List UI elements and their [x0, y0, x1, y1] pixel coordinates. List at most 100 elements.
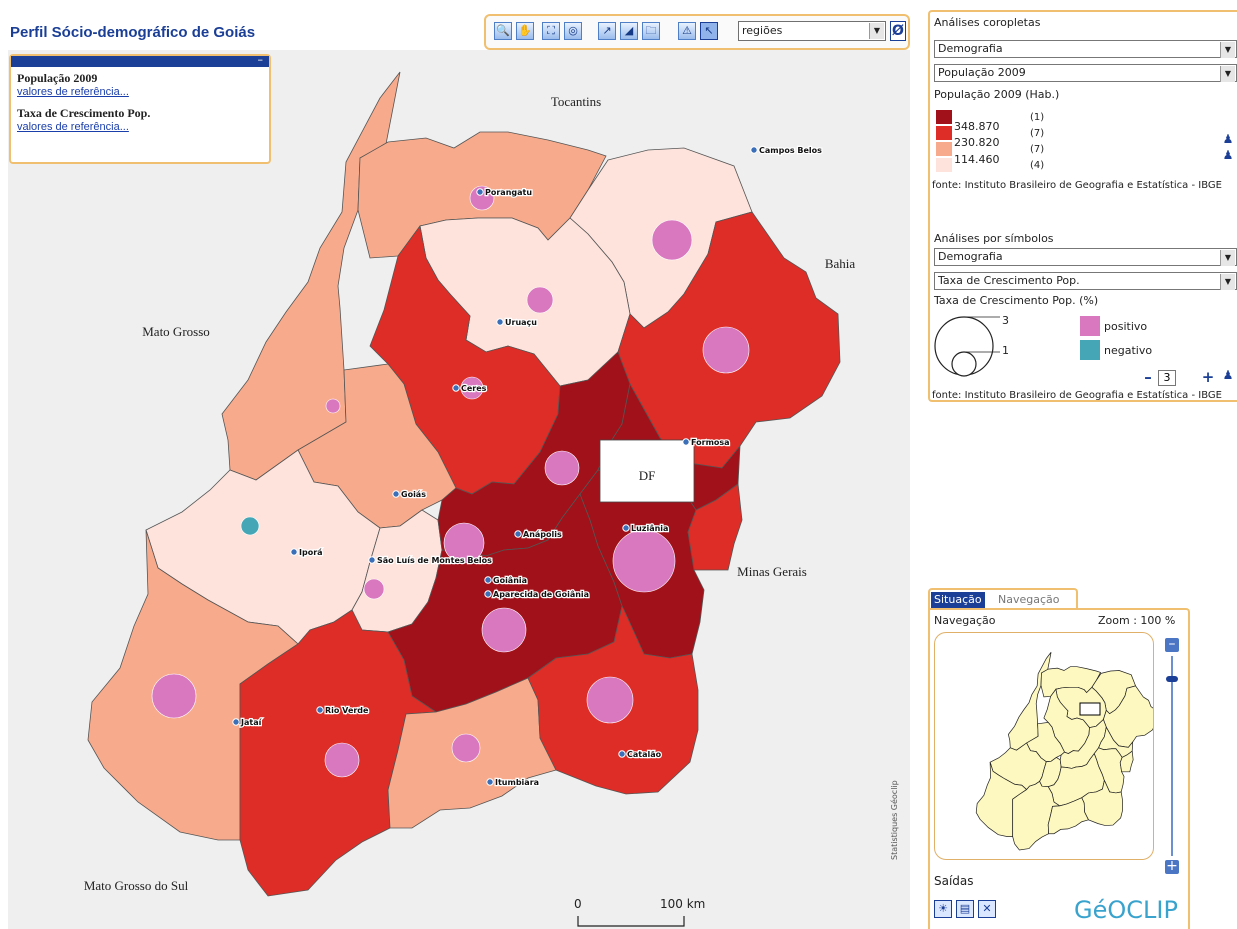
growth-circle-nordeste [651, 219, 693, 261]
symbol-size-large: 3 [1002, 314, 1009, 327]
chevron-down-icon[interactable]: ▼ [1220, 42, 1235, 58]
city-label: Luziânia [631, 524, 668, 533]
overview-viewport-rect [1079, 702, 1101, 716]
tab-situacao[interactable]: Situação [931, 592, 985, 608]
city-label: Uruaçu [505, 318, 537, 327]
city-marker [484, 590, 492, 598]
regions-layer [87, 71, 841, 897]
info-box-header: – [11, 53, 269, 67]
choropleth-theme-select[interactable]: Demografia ▼ [934, 40, 1237, 58]
city-marker [618, 750, 626, 758]
city-marker [476, 188, 484, 196]
labels-on-icon[interactable]: ↖ [700, 22, 718, 40]
clear-selection-button[interactable]: Ø [890, 21, 906, 41]
minimize-icon[interactable]: – [257, 53, 264, 66]
growth-circle-metro [443, 522, 485, 564]
city-label: Iporá [299, 548, 323, 557]
city-marker [682, 438, 690, 446]
city-label: Goiás [401, 490, 426, 499]
growth-circle-norte-oeste [325, 398, 341, 414]
growth-circle-anapolis [544, 450, 580, 486]
scale-bar-line [577, 916, 685, 927]
growth-circle-ipora [240, 516, 260, 536]
symbols-indicator-value: Taxa de Crescimento Pop. [938, 274, 1080, 287]
growth-circle-sul [451, 733, 481, 763]
navigation-title: Navegação [934, 614, 996, 627]
symbols-section-label: Análises por símbolos [934, 232, 1054, 245]
select-polygon-icon[interactable]: ◢ [620, 22, 638, 40]
legend-swatch-class2 [936, 126, 952, 140]
open-folder-icon[interactable]: 🗀 [642, 22, 660, 40]
select-icon[interactable]: ↗ [598, 22, 616, 40]
city-marker [392, 490, 400, 498]
tab-navegacao[interactable]: Navegação [998, 593, 1060, 606]
region-selector-value: regiões [742, 24, 783, 37]
legend-count: (4) [1030, 160, 1045, 171]
full-extent-icon[interactable]: ⛶ [542, 22, 560, 40]
zoom-in-button[interactable]: + [1165, 858, 1179, 874]
symbols-legend-title: Taxa de Crescimento Pop. (%) [934, 294, 1099, 307]
growth-circle-sudoeste [151, 673, 197, 719]
symbols-theme-select[interactable]: Demografia ▼ [934, 248, 1237, 266]
labels-off-icon[interactable]: ⚠ [678, 22, 696, 40]
info-title-population: População 2009 [17, 71, 98, 85]
app-title: Perfil Sócio-demográfico de Goiás [10, 24, 256, 41]
city-marker [368, 556, 376, 564]
symbol-size-input[interactable]: 3 [1158, 370, 1176, 386]
neighbor-label: Mato Grosso [142, 324, 210, 339]
df-region [599, 439, 695, 503]
close-icon[interactable]: ✕ [978, 900, 996, 918]
person-icon[interactable]: ♟ [1222, 368, 1234, 382]
legend-swatch-class1 [936, 110, 952, 124]
print-icon[interactable]: ▤ [956, 900, 974, 918]
reference-values-link[interactable]: valores de referência... [17, 86, 129, 98]
chevron-down-icon[interactable]: ▼ [1220, 274, 1235, 290]
reference-values-link[interactable]: valores de referência... [17, 121, 129, 133]
city-marker [496, 318, 504, 326]
city-label: Catalão [627, 750, 662, 759]
zoom-slider-handle[interactable] [1166, 676, 1178, 682]
decrease-size-button[interactable]: – [1144, 368, 1152, 386]
growth-circle-rio-verde [324, 742, 360, 778]
identify-icon[interactable]: ◎ [564, 22, 582, 40]
person-icon[interactable]: ♟ [1222, 148, 1234, 162]
growth-circle-sudeste [586, 676, 634, 724]
choropleth-indicator-select[interactable]: População 2009 ▼ [934, 64, 1237, 82]
geoclip-logo: GéOCLIP [1074, 896, 1178, 924]
negative-swatch [1080, 340, 1100, 360]
zoom-in-icon[interactable]: 🔍 [494, 22, 512, 40]
overview-map[interactable] [934, 632, 1154, 860]
overview-state-shape [975, 652, 1153, 851]
city-label: São Luís de Montes Belos [377, 556, 492, 565]
neighbor-label: Minas Gerais [737, 564, 807, 579]
neighbor-label: Tocantins [551, 94, 601, 109]
zoom-slider-track[interactable] [1171, 656, 1173, 856]
city-label: Anápolis [523, 530, 562, 539]
city-label: Itumbiara [495, 778, 539, 787]
city-label: Rio Verde [325, 706, 369, 715]
chevron-down-icon[interactable]: ▼ [1220, 250, 1235, 266]
positive-swatch [1080, 316, 1100, 336]
symbols-indicator-select[interactable]: Taxa de Crescimento Pop. ▼ [934, 272, 1237, 290]
chevron-down-icon[interactable]: ▼ [869, 23, 884, 39]
navigation-box: Navegação Zoom : 100 % – + Saídas ☀ ▤ ✕ … [928, 608, 1190, 929]
navigation-panel: Situação Navegação Navegação Zoom : 100 … [928, 588, 1190, 929]
pan-icon[interactable]: ✋ [516, 22, 534, 40]
overview-map-canvas[interactable] [935, 633, 1154, 860]
lightbulb-icon[interactable]: ☀ [934, 900, 952, 918]
growth-circle-uruacu [526, 286, 554, 314]
region-selector[interactable]: regiões ▼ [738, 21, 886, 41]
negative-label: negativo [1104, 344, 1153, 357]
city-label: Porangatu [485, 188, 532, 197]
choropleth-theme-value: Demografia [938, 42, 1003, 55]
person-icon[interactable]: ♟ [1222, 132, 1234, 146]
chevron-down-icon[interactable]: ▼ [1220, 66, 1235, 82]
zoom-out-button[interactable]: – [1165, 637, 1179, 652]
growth-circle-goiania [481, 607, 527, 653]
increase-size-button[interactable]: + [1201, 368, 1215, 386]
legend-count: (1) [1030, 112, 1045, 123]
region-formosa[interactable] [687, 483, 743, 571]
